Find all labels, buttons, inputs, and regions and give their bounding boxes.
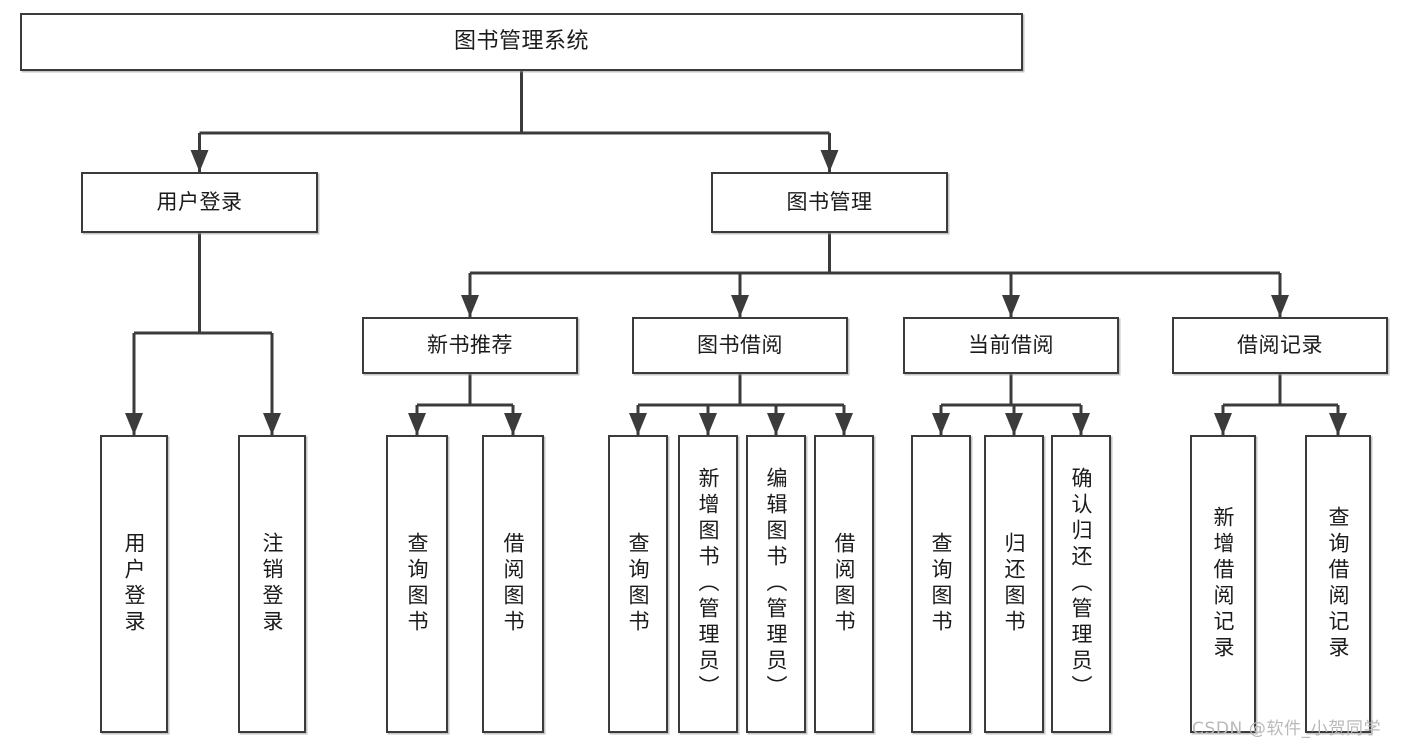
node-l-lend-add[interactable]: 新增图书（管理员） xyxy=(678,435,738,733)
node-label: 编辑图书（管理员） xyxy=(764,467,789,701)
node-label: 图书借阅 xyxy=(697,333,783,358)
node-n-lend[interactable]: 图书借阅 xyxy=(632,317,848,374)
node-label: 查询借阅记录 xyxy=(1326,506,1351,662)
node-l-cur-query[interactable]: 查询图书 xyxy=(911,435,971,733)
node-l-cur-confirm[interactable]: 确认归还（管理员） xyxy=(1051,435,1111,733)
node-l-lend-query[interactable]: 查询图书 xyxy=(608,435,668,733)
node-label: 借阅记录 xyxy=(1237,333,1323,358)
node-label: 借阅图书 xyxy=(832,532,857,636)
node-label: 用户登录 xyxy=(122,532,147,636)
node-n-cur[interactable]: 当前借阅 xyxy=(903,317,1119,374)
node-label: 查询图书 xyxy=(929,532,954,636)
node-n-book[interactable]: 图书管理 xyxy=(711,172,948,233)
node-label: 新增借阅记录 xyxy=(1211,506,1236,662)
node-label: 查询图书 xyxy=(626,532,651,636)
node-label: 当前借阅 xyxy=(968,333,1054,358)
node-label: 用户登录 xyxy=(156,190,243,215)
node-label: 图书管理 xyxy=(786,190,873,215)
node-n-new[interactable]: 新书推荐 xyxy=(362,317,578,374)
node-label: 注销登录 xyxy=(260,532,285,636)
node-l-new-borrow[interactable]: 借阅图书 xyxy=(482,435,544,733)
node-root[interactable]: 图书管理系统 xyxy=(20,13,1023,71)
node-l-lend-borrow[interactable]: 借阅图书 xyxy=(814,435,874,733)
node-l-user-logout[interactable]: 注销登录 xyxy=(238,435,306,733)
node-label: 确认归还（管理员） xyxy=(1069,467,1094,701)
node-label: 新书推荐 xyxy=(427,333,513,358)
node-label: 图书管理系统 xyxy=(453,28,589,54)
node-n-user[interactable]: 用户登录 xyxy=(81,172,318,233)
node-l-cur-return[interactable]: 归还图书 xyxy=(984,435,1044,733)
node-label: 新增图书（管理员） xyxy=(696,467,721,701)
node-l-new-query[interactable]: 查询图书 xyxy=(386,435,448,733)
node-label: 借阅图书 xyxy=(501,532,526,636)
csdn-watermark: CSDN @软件_小贺同学 xyxy=(1192,719,1382,739)
node-l-user-login[interactable]: 用户登录 xyxy=(100,435,168,733)
node-l-rec-add[interactable]: 新增借阅记录 xyxy=(1190,435,1256,733)
node-l-rec-query[interactable]: 查询借阅记录 xyxy=(1305,435,1371,733)
node-label: 查询图书 xyxy=(405,532,430,636)
node-n-rec[interactable]: 借阅记录 xyxy=(1172,317,1388,374)
node-l-lend-edit[interactable]: 编辑图书（管理员） xyxy=(746,435,806,733)
node-label: 归还图书 xyxy=(1002,532,1027,636)
